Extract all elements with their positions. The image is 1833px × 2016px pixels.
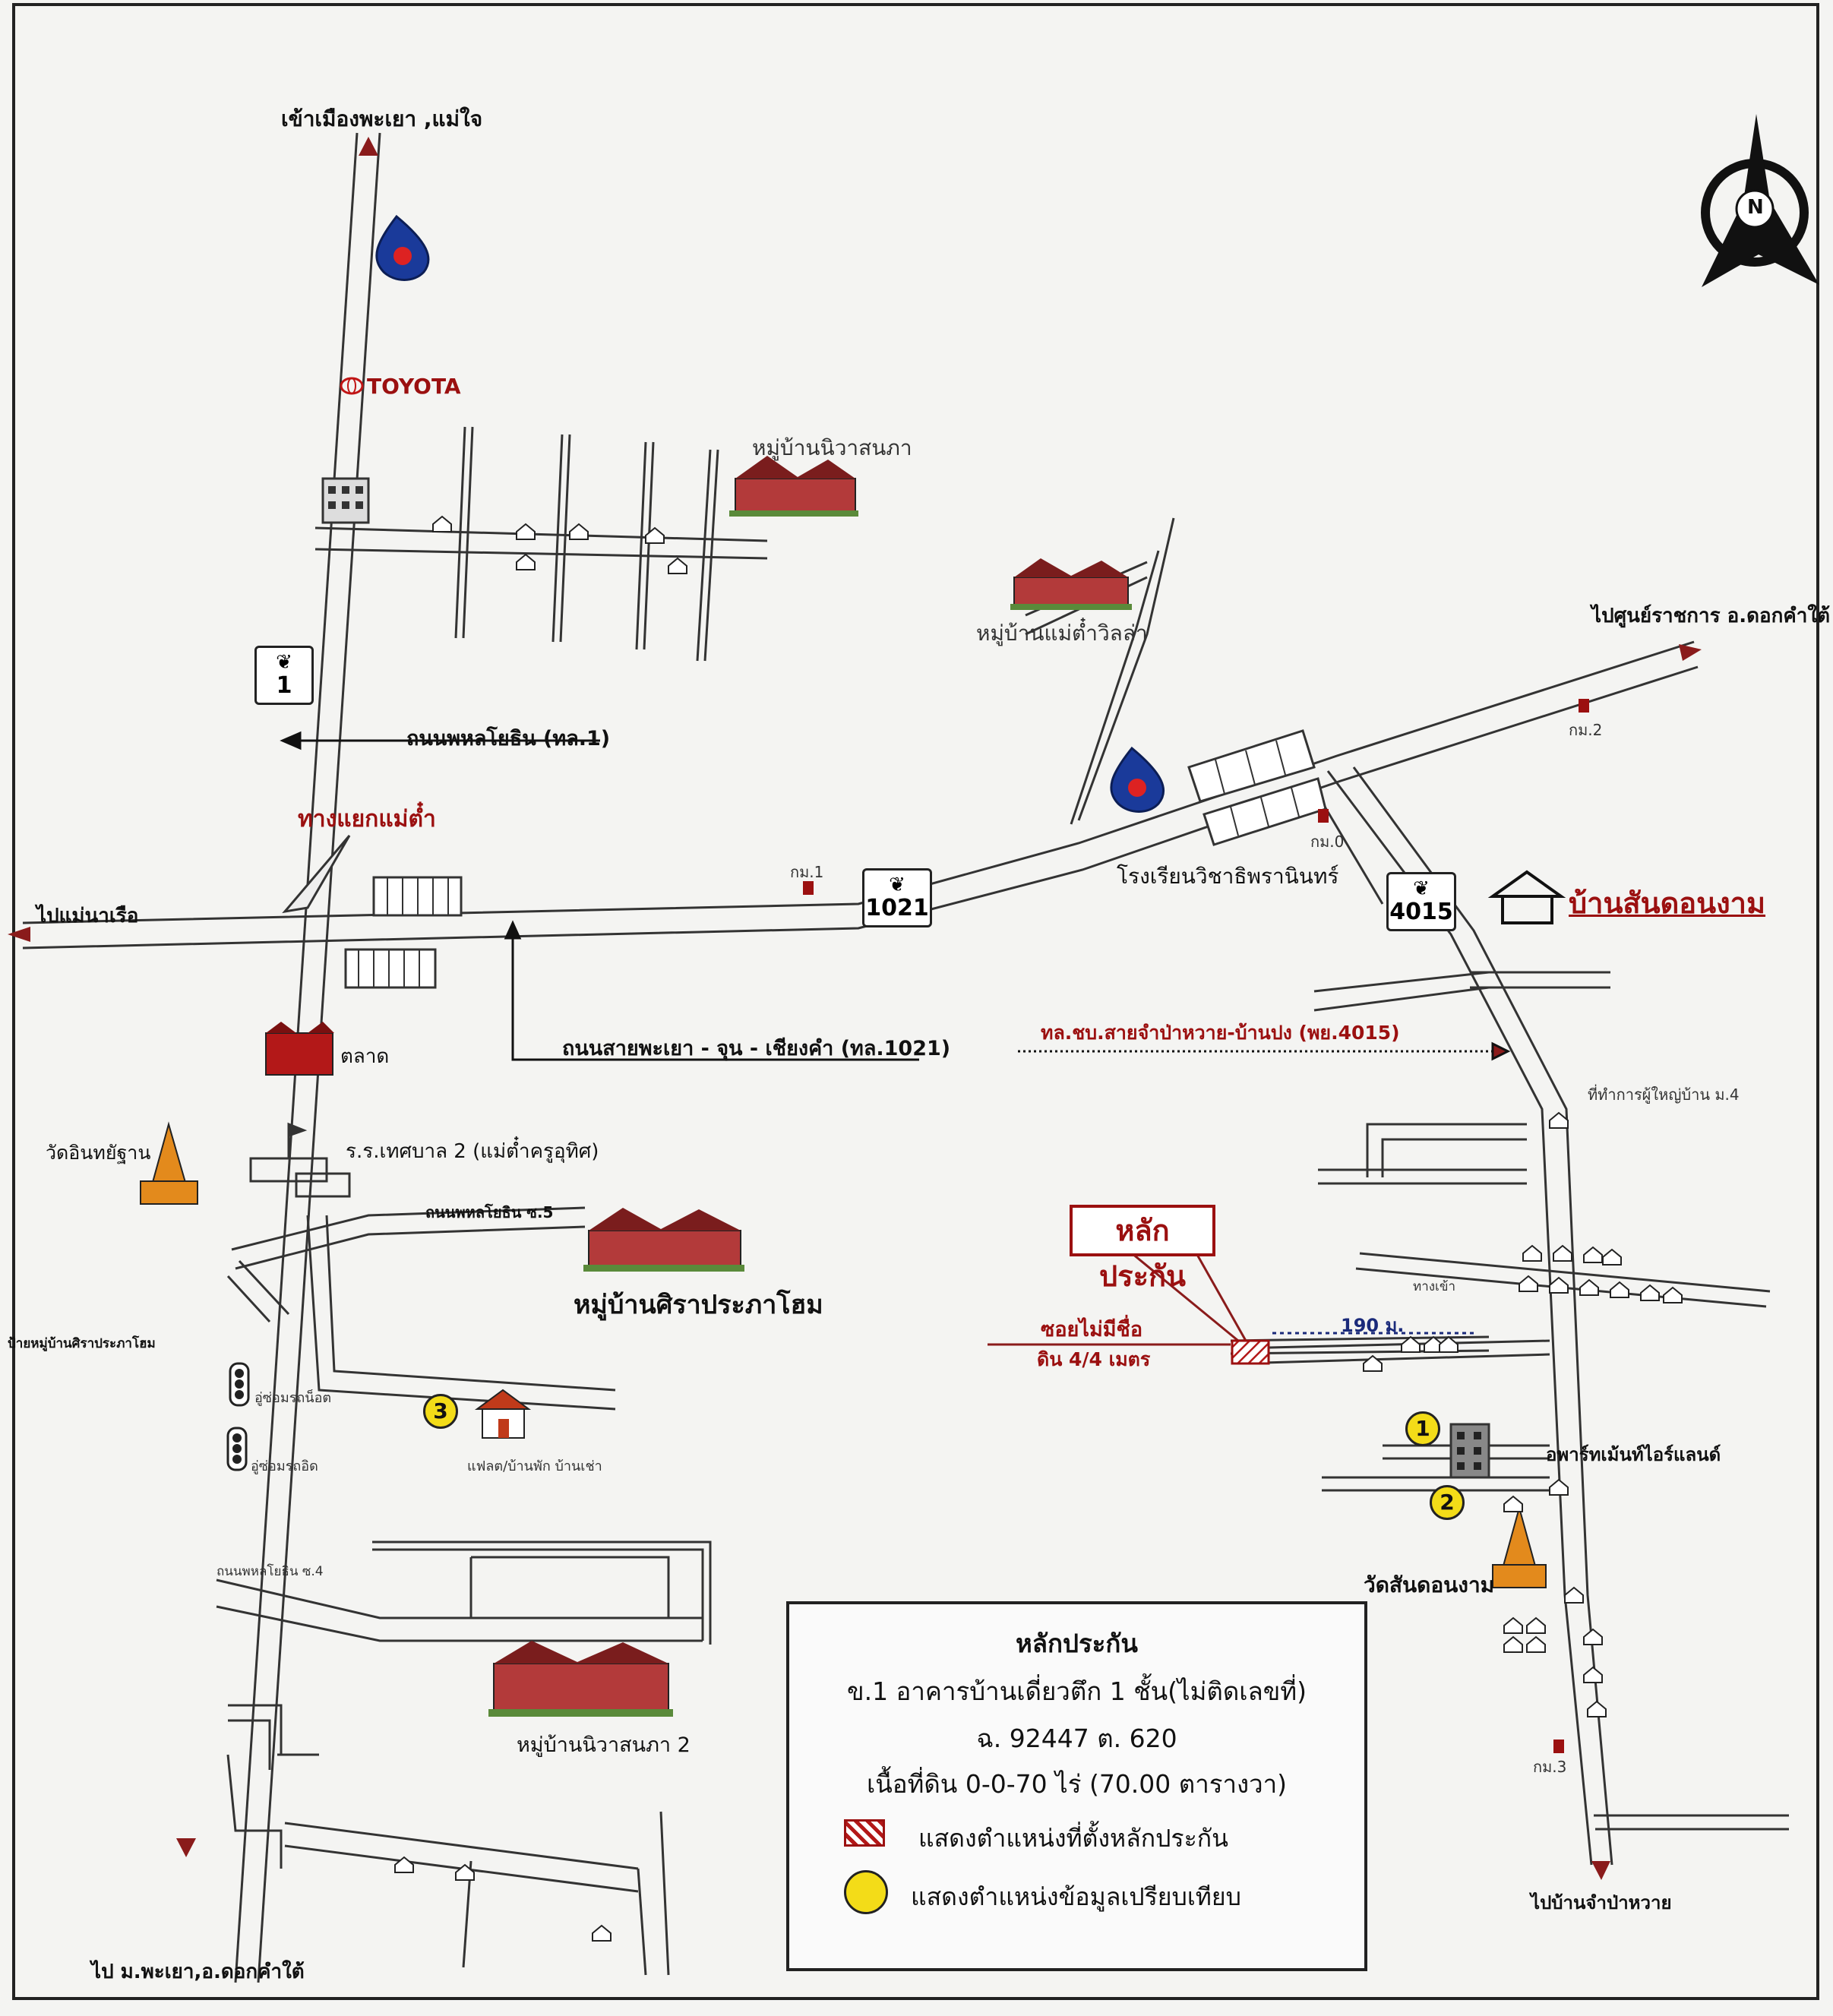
junction-island [282, 835, 351, 914]
legend-collateral-label: แสดงตำแหน่งที่ตั้งหลักประกัน [918, 1824, 1229, 1853]
village-grid-north [314, 426, 768, 662]
label-road-phahonyothin: ถนนพหลโยธิน (ทล.1) [406, 727, 611, 750]
label-soil-width: ดิน 4/4 เมตร [1037, 1348, 1151, 1370]
label-comp3: แฟลต/บ้านพัก บ้านเช่า [467, 1458, 602, 1474]
label-gas1: อู่ซ่อมรถน็อต [254, 1390, 332, 1406]
traffic-light-icon [226, 1427, 248, 1471]
road-sira-village [226, 1206, 616, 1411]
label-soi-phahonyothin5: ถนนพหลโยธิน ซ.5 [425, 1203, 554, 1221]
garuda-icon: ❦ [889, 874, 905, 896]
village-niwaran2-icon [488, 1641, 673, 1717]
label-village-niwaran: หมู่บ้านนิวาสนภา [752, 435, 912, 460]
collateral-label-box: หลักประกัน [1070, 1205, 1215, 1293]
label-km0: กม.0 [1310, 833, 1345, 851]
map-frame [12, 3, 1819, 2000]
market-icon [265, 1022, 334, 1076]
highway-shield-4015: ❦ 4015 [1386, 872, 1456, 931]
km-post-icons [803, 699, 1589, 1753]
office-building-icon [321, 477, 370, 524]
label-village-maekam-villa: หมู่บ้านแม่ต๋ำวิลล่า [976, 621, 1148, 646]
label-gas2: อู่ซ่อมรถอิด [251, 1458, 318, 1474]
garuda-icon: ❦ [276, 651, 292, 674]
road-1021 [22, 640, 1699, 950]
school-icon [249, 1122, 351, 1198]
toyota-logo-icon [340, 377, 364, 395]
legend-line1: ข.1 อาคารบ้านเดี่ยวตึก 1 ชั้น(ไม่ติดเลขท… [847, 1676, 1307, 1706]
pagoda-icon [140, 1121, 198, 1205]
garuda-icon: ❦ [1413, 877, 1430, 900]
collateral-location-marker [1231, 1339, 1270, 1365]
highway-shield-1021: ❦ 1021 [862, 868, 932, 927]
comparable-marker-3: 3 [423, 1394, 458, 1429]
legend-line3: เนื้อที่ดิน 0-0-70 ไร่ (70.00 ตารางวา) [866, 1769, 1288, 1799]
house-icon [474, 1389, 532, 1439]
pagoda-icon [1492, 1505, 1547, 1588]
label-market: ตลาด [340, 1045, 390, 1068]
north-arrow-head [359, 137, 378, 156]
label-maekam-junction: ทางแยกแม่ต๋ำ [298, 806, 436, 833]
label-toyota: TOYOTA [367, 374, 461, 399]
small-houses [394, 515, 1683, 1942]
label-wat-san-don-ngam: วัดสันดอนงาม [1364, 1572, 1495, 1597]
label-village-niwaran2: หมู่บ้านนิวาสนภา 2 [517, 1733, 691, 1757]
label-school: โรงเรียนวิชาธิพรานินทร์ [1117, 864, 1339, 889]
label-to-maenaruea: ไปแม่นาเรือ [36, 905, 139, 927]
south-arrow-head [176, 1838, 196, 1857]
label-village-sira: หมู่บ้านศิราประภาโฮม [574, 1290, 823, 1320]
label-distance: 190 ม. [1341, 1315, 1405, 1336]
highway-shield-number: 1021 [865, 895, 929, 921]
comparable-marker-2: 2 [1430, 1485, 1465, 1520]
west-arrow-head [8, 927, 30, 942]
label-soi-unnamed: ซอยไม่มีชื่อ [1041, 1318, 1143, 1341]
legend-line2: ฉ. 92447 ต. 620 [976, 1724, 1177, 1753]
label-to-gov-center: ไปศูนย์ราชการ อ.ดอกคำใต้ [1591, 605, 1830, 627]
direction-arrows [8, 137, 1702, 1880]
annotation-lines [280, 731, 1511, 1346]
label-road-1021: ถนนสายพะเยา - จุน - เชียงคำ (ทล.1021) [562, 1037, 951, 1060]
label-soi-phahonyothin4: ถนนพหลโยธิน ซ.4 [216, 1564, 324, 1579]
road-south [216, 1540, 712, 1976]
comparable-marker-1: 1 [1405, 1411, 1440, 1446]
legend-hatch-swatch [844, 1819, 885, 1847]
label-entrance: ทางเข้า [1413, 1279, 1456, 1294]
compass-icon [1701, 114, 1819, 287]
traffic-light-icon [229, 1362, 250, 1407]
south-east-arrow-head [1591, 1861, 1610, 1880]
label-village-sira-sign: ป้ายหมู่บ้านศิราประภาโฮม [8, 1336, 156, 1351]
label-wat-inthayan: วัดอินทยัฐาน [46, 1142, 151, 1164]
compass-north-label: N [1747, 196, 1764, 219]
label-km2: กม.2 [1569, 721, 1603, 739]
gas-station-icon [375, 214, 430, 281]
label-km3: กม.3 [1533, 1758, 1567, 1776]
label-km1: กม.1 [790, 863, 824, 881]
label-school2: ร.ร.เทศบาล 2 (แม่ต๋ำครูอุทิศ) [346, 1140, 599, 1163]
label-apartment: อพาร์ทเม้นท์ไอร์แลนด์ [1546, 1444, 1721, 1465]
village-sira-icon [583, 1208, 744, 1272]
apartment-building-icon [1449, 1423, 1490, 1479]
village-niwaran-icon [729, 456, 858, 517]
highway-shield-number: 4015 [1389, 899, 1453, 925]
east-arrow-head [1679, 644, 1702, 661]
label-north-town: เข้าเมืองพะเยา ,แม่ใจ [281, 106, 483, 131]
gas-station-icon [1110, 746, 1165, 813]
legend-yellow-circle [844, 1870, 888, 1914]
highway-shield-number: 1 [276, 672, 292, 699]
shop-row-stripes [358, 740, 1300, 987]
legend-title: หลักประกัน [1016, 1629, 1138, 1658]
highway-shield-1: ❦ 1 [254, 646, 314, 705]
house-outline-icon [1487, 870, 1566, 924]
label-village-head: ที่ทำการผู้ใหญ่บ้าน ม.4 [1588, 1085, 1740, 1104]
label-to-phayao-south: ไป ม.พะเยา,อ.ดอกคำใต้ [91, 1961, 305, 1983]
legend-box: หลักประกัน ข.1 อาคารบ้านเดี่ยวตึก 1 ชั้น… [786, 1601, 1367, 1971]
legend-comparable-label: แสดงตำแหน่งข้อมูลเปรียบเทียบ [911, 1882, 1241, 1911]
label-road-4015: ทล.ชบ.สายจำป่าหวาย-บ้านปง (พย.4015) [1041, 1022, 1400, 1044]
label-to-champawai: ไปบ้านจำป่าหวาย [1531, 1892, 1672, 1913]
label-ban-san-don-ngam: บ้านสันดอนงาม [1569, 886, 1766, 920]
village-maekam-villa-icon [1010, 558, 1132, 610]
shop-rows [344, 729, 1327, 989]
